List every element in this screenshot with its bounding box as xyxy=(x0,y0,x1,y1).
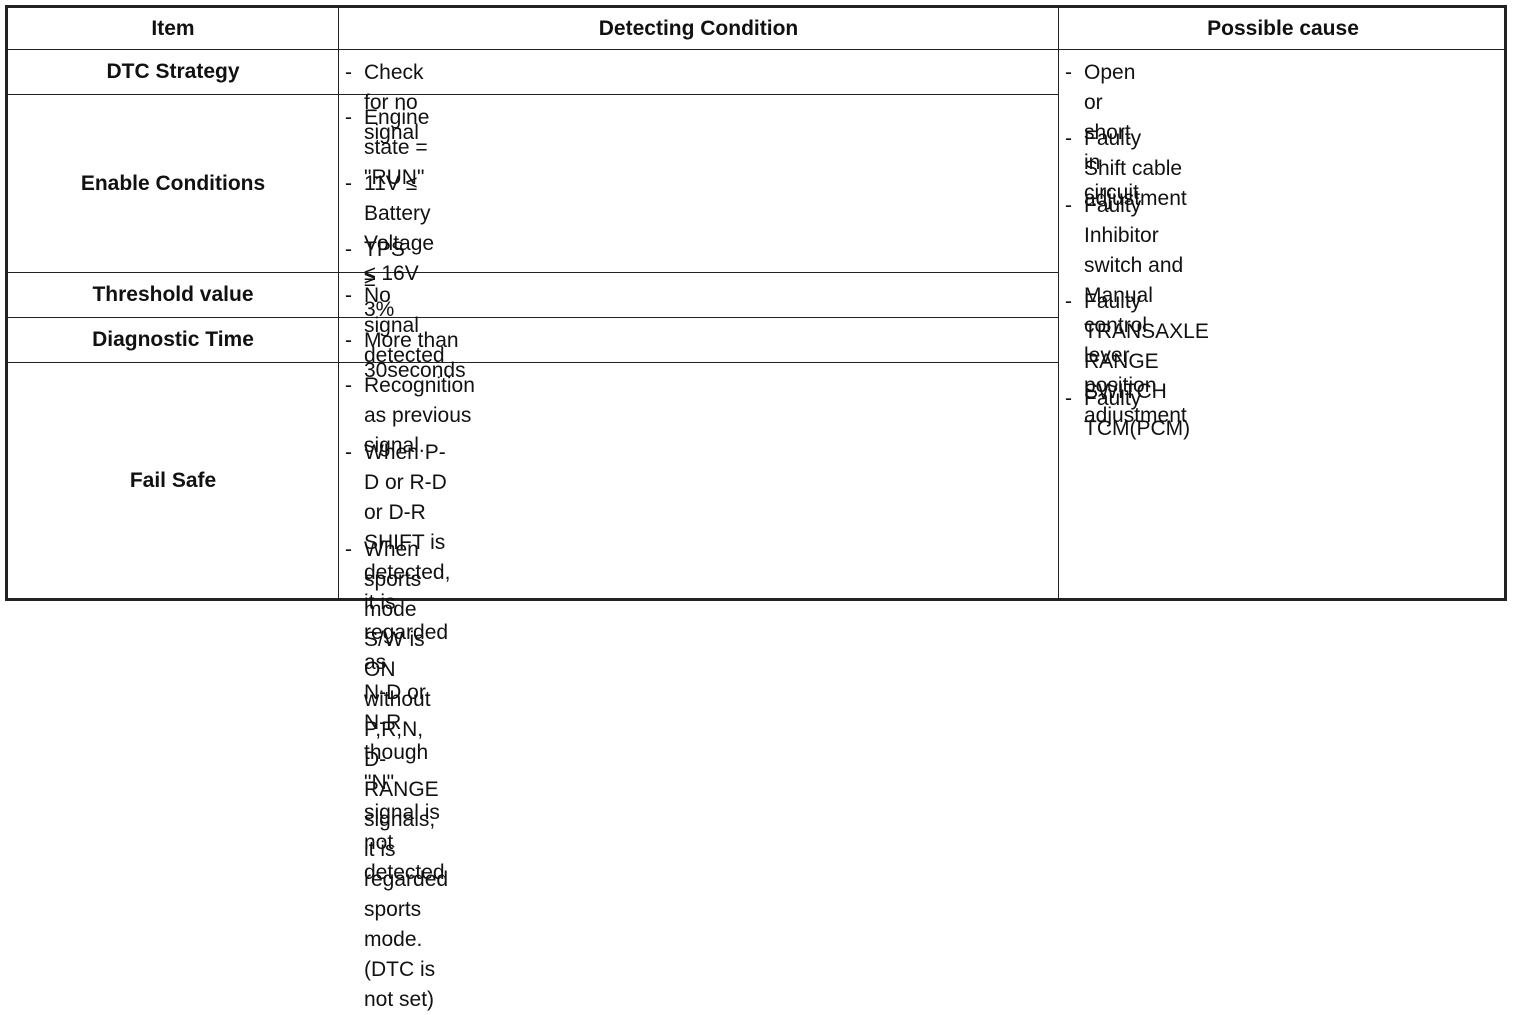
column-divider xyxy=(1058,8,1059,598)
cause-text: Faulty Inhibitor switch and Manual contr… xyxy=(1084,194,1187,427)
bullet-dash: - xyxy=(1065,194,1072,217)
bullet-dash: - xyxy=(345,238,352,261)
bullet-dash: - xyxy=(345,284,352,307)
cause-text: Faulty TRANSAXLE RANGE SWITCH xyxy=(1084,290,1209,403)
bullet-dash: - xyxy=(345,441,352,464)
bullet-dash: - xyxy=(345,538,352,561)
header-detecting-condition: Detecting Condition xyxy=(598,16,799,40)
item-enable-conditions: Enable Conditions xyxy=(80,171,266,195)
condition-text: TPS ≥ 3% xyxy=(364,238,405,321)
diagnostic-table: Item Detecting Condition Possible cause … xyxy=(5,5,1507,1011)
bullet-dash: - xyxy=(345,329,352,352)
condition-text: 11V ≤ Battery Voltage ≤ 16V xyxy=(364,172,435,285)
bullet-dash: - xyxy=(1065,127,1072,150)
cause-text: Faulty TCM(PCM) xyxy=(1084,387,1191,440)
item-threshold-value: Threshold value xyxy=(92,283,254,306)
row-divider xyxy=(8,49,1504,50)
bullet-dash: - xyxy=(345,106,352,129)
bullet-dash: - xyxy=(1065,387,1072,410)
condition-text: No signal detected xyxy=(364,284,445,367)
row-divider xyxy=(8,94,1058,95)
cause-text: Open or short in circuit xyxy=(1084,61,1139,204)
bullet-dash: - xyxy=(345,61,352,84)
condition-text: More than 30seconds xyxy=(364,329,466,382)
bullet-dash: - xyxy=(345,172,352,195)
row-divider xyxy=(8,272,1058,273)
header-item: Item xyxy=(151,16,195,40)
condition-text: Engine state = "RUN" xyxy=(364,106,430,189)
item-fail-safe: Fail Safe xyxy=(129,468,217,492)
cause-text: Faulty Shift cable adjustment xyxy=(1084,127,1187,210)
condition-text: Recognition as previous signal. xyxy=(364,374,475,457)
column-divider xyxy=(338,8,339,598)
header-possible-cause: Possible cause xyxy=(1207,16,1359,40)
item-dtc-strategy: DTC Strategy xyxy=(106,60,240,83)
row-divider xyxy=(8,317,1058,318)
bullet-dash: - xyxy=(1065,290,1072,313)
row-divider xyxy=(8,362,1058,363)
condition-text: When sports mode S/W is ON without P,R,N… xyxy=(364,538,449,1011)
item-diagnostic-time: Diagnostic Time xyxy=(92,328,254,351)
bullet-dash: - xyxy=(1065,61,1072,84)
bullet-dash: - xyxy=(345,374,352,397)
condition-text: Check for no signal xyxy=(364,61,424,144)
